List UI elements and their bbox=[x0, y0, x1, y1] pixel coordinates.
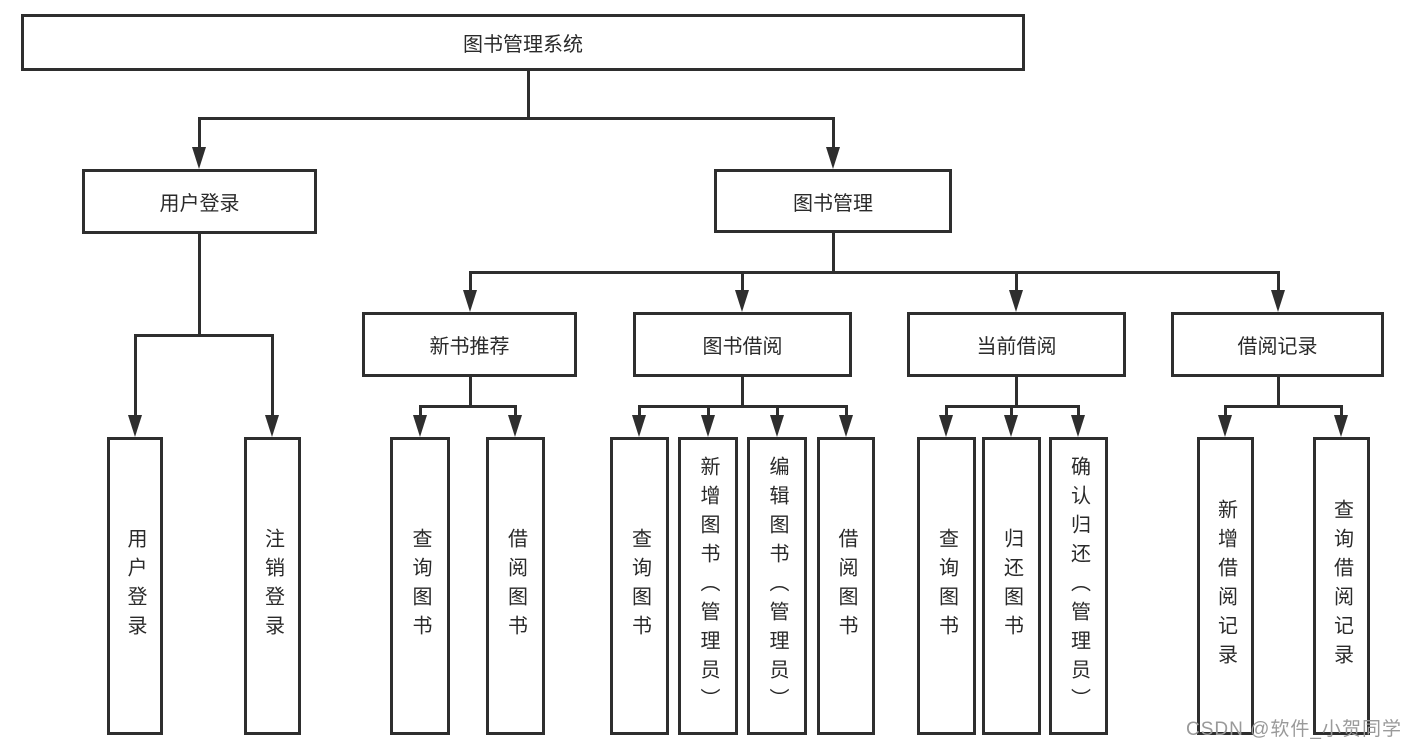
arrowhead-down-icon bbox=[1334, 415, 1348, 437]
arrowhead-down-icon bbox=[508, 415, 522, 437]
arrowhead-down-icon bbox=[939, 415, 953, 437]
connector-line bbox=[741, 271, 744, 293]
connector-line bbox=[134, 334, 137, 418]
connector-line bbox=[469, 271, 1279, 274]
leaf-records-add-record-label: 新增借阅记录 bbox=[1214, 499, 1237, 673]
connector-line bbox=[832, 117, 835, 149]
leaf-newbooks-borrow-books: 借阅图书 bbox=[486, 437, 545, 735]
leaf-borrowing-query-books-label: 查询图书 bbox=[628, 528, 651, 644]
connector-line bbox=[271, 334, 274, 418]
node-book-management: 图书管理 bbox=[714, 169, 952, 233]
connector-line bbox=[419, 405, 422, 417]
arrowhead-down-icon bbox=[128, 415, 142, 437]
arrowhead-down-icon bbox=[463, 290, 477, 312]
leaf-logout: 注销登录 bbox=[244, 437, 301, 735]
node-current-borrowing: 当前借阅 bbox=[907, 312, 1126, 377]
connector-line bbox=[707, 405, 710, 417]
connector-line bbox=[945, 405, 948, 417]
connector-line bbox=[1277, 377, 1280, 408]
arrowhead-down-icon bbox=[1218, 415, 1232, 437]
leaf-borrowing-add-books-label: 新增图书（管理员） bbox=[697, 455, 719, 717]
connector-line bbox=[832, 233, 835, 274]
csdn-watermark: CSDN @软件_小贺同学 bbox=[1186, 719, 1402, 740]
leaf-user-login: 用户登录 bbox=[107, 437, 163, 735]
connector-line bbox=[776, 405, 779, 417]
leaf-borrowing-edit-books-label: 编辑图书（管理员） bbox=[766, 455, 788, 717]
leaf-records-query-record: 查询借阅记录 bbox=[1313, 437, 1370, 735]
leaf-borrowing-query-books: 查询图书 bbox=[610, 437, 669, 735]
connector-line bbox=[1277, 271, 1280, 293]
connector-line bbox=[1340, 405, 1343, 417]
leaf-user-login-label: 用户登录 bbox=[124, 528, 146, 644]
connector-line bbox=[514, 405, 517, 417]
arrowhead-down-icon bbox=[826, 147, 840, 169]
node-user-login: 用户登录 bbox=[82, 169, 317, 234]
leaf-borrowing-borrow-books: 借阅图书 bbox=[817, 437, 875, 735]
connector-line bbox=[1010, 405, 1013, 417]
arrowhead-down-icon bbox=[1071, 415, 1085, 437]
node-new-book-recommend: 新书推荐 bbox=[362, 312, 577, 377]
arrowhead-down-icon bbox=[1009, 290, 1023, 312]
node-book-management-label: 图书管理 bbox=[793, 192, 873, 215]
node-borrow-records: 借阅记录 bbox=[1171, 312, 1384, 377]
leaf-logout-label: 注销登录 bbox=[261, 528, 284, 644]
arrowhead-down-icon bbox=[701, 415, 715, 437]
connector-line bbox=[134, 334, 274, 337]
arrowhead-down-icon bbox=[192, 147, 206, 169]
node-borrow-records-label: 借阅记录 bbox=[1237, 336, 1318, 358]
node-book-borrowing: 图书借阅 bbox=[633, 312, 852, 377]
arrowhead-down-icon bbox=[770, 415, 784, 437]
leaf-current-query-books-label: 查询图书 bbox=[935, 528, 958, 644]
leaf-records-query-record-label: 查询借阅记录 bbox=[1330, 499, 1353, 673]
node-current-borrowing-label: 当前借阅 bbox=[976, 336, 1057, 358]
connector-line bbox=[1224, 405, 1227, 417]
node-user-login-label: 用户登录 bbox=[159, 193, 240, 215]
connector-line bbox=[1224, 405, 1342, 408]
connector-line bbox=[1077, 405, 1080, 417]
connector-line bbox=[1015, 271, 1018, 293]
connector-line bbox=[1015, 377, 1018, 408]
arrowhead-down-icon bbox=[413, 415, 427, 437]
leaf-current-confirm-return: 确认归还（管理员） bbox=[1049, 437, 1108, 735]
arrowhead-down-icon bbox=[735, 290, 749, 312]
arrowhead-down-icon bbox=[265, 415, 279, 437]
leaf-current-query-books: 查询图书 bbox=[917, 437, 976, 735]
arrowhead-down-icon bbox=[1271, 290, 1285, 312]
leaf-borrowing-edit-books: 编辑图书（管理员） bbox=[747, 437, 807, 735]
arrowhead-down-icon bbox=[1004, 415, 1018, 437]
leaf-current-return-books-label: 归还图书 bbox=[1000, 528, 1023, 644]
leaf-borrowing-add-books: 新增图书（管理员） bbox=[678, 437, 738, 735]
node-root-label: 图书管理系统 bbox=[463, 34, 583, 56]
connector-line bbox=[469, 271, 472, 293]
connector-line bbox=[527, 70, 530, 118]
connector-line bbox=[845, 405, 848, 417]
connector-line bbox=[741, 377, 744, 408]
connector-line bbox=[638, 405, 641, 417]
leaf-borrowing-borrow-books-label: 借阅图书 bbox=[835, 528, 857, 644]
connector-line bbox=[469, 377, 472, 408]
leaf-newbooks-borrow-books-label: 借阅图书 bbox=[504, 528, 527, 644]
connector-line bbox=[638, 405, 847, 408]
connector-line bbox=[419, 405, 516, 408]
leaf-current-confirm-return-label: 确认归还（管理员） bbox=[1067, 455, 1090, 717]
arrowhead-down-icon bbox=[839, 415, 853, 437]
node-root: 图书管理系统 bbox=[21, 14, 1025, 71]
node-new-book-recommend-label: 新书推荐 bbox=[429, 336, 510, 358]
arrowhead-down-icon bbox=[632, 415, 646, 437]
leaf-current-return-books: 归还图书 bbox=[982, 437, 1041, 735]
connector-line bbox=[198, 234, 201, 337]
connector-line bbox=[198, 117, 834, 120]
node-book-borrowing-label: 图书借阅 bbox=[702, 336, 783, 358]
leaf-newbooks-query-books: 查询图书 bbox=[390, 437, 450, 735]
leaf-newbooks-query-books-label: 查询图书 bbox=[409, 528, 431, 644]
leaf-records-add-record: 新增借阅记录 bbox=[1197, 437, 1254, 735]
connector-line bbox=[198, 117, 201, 149]
